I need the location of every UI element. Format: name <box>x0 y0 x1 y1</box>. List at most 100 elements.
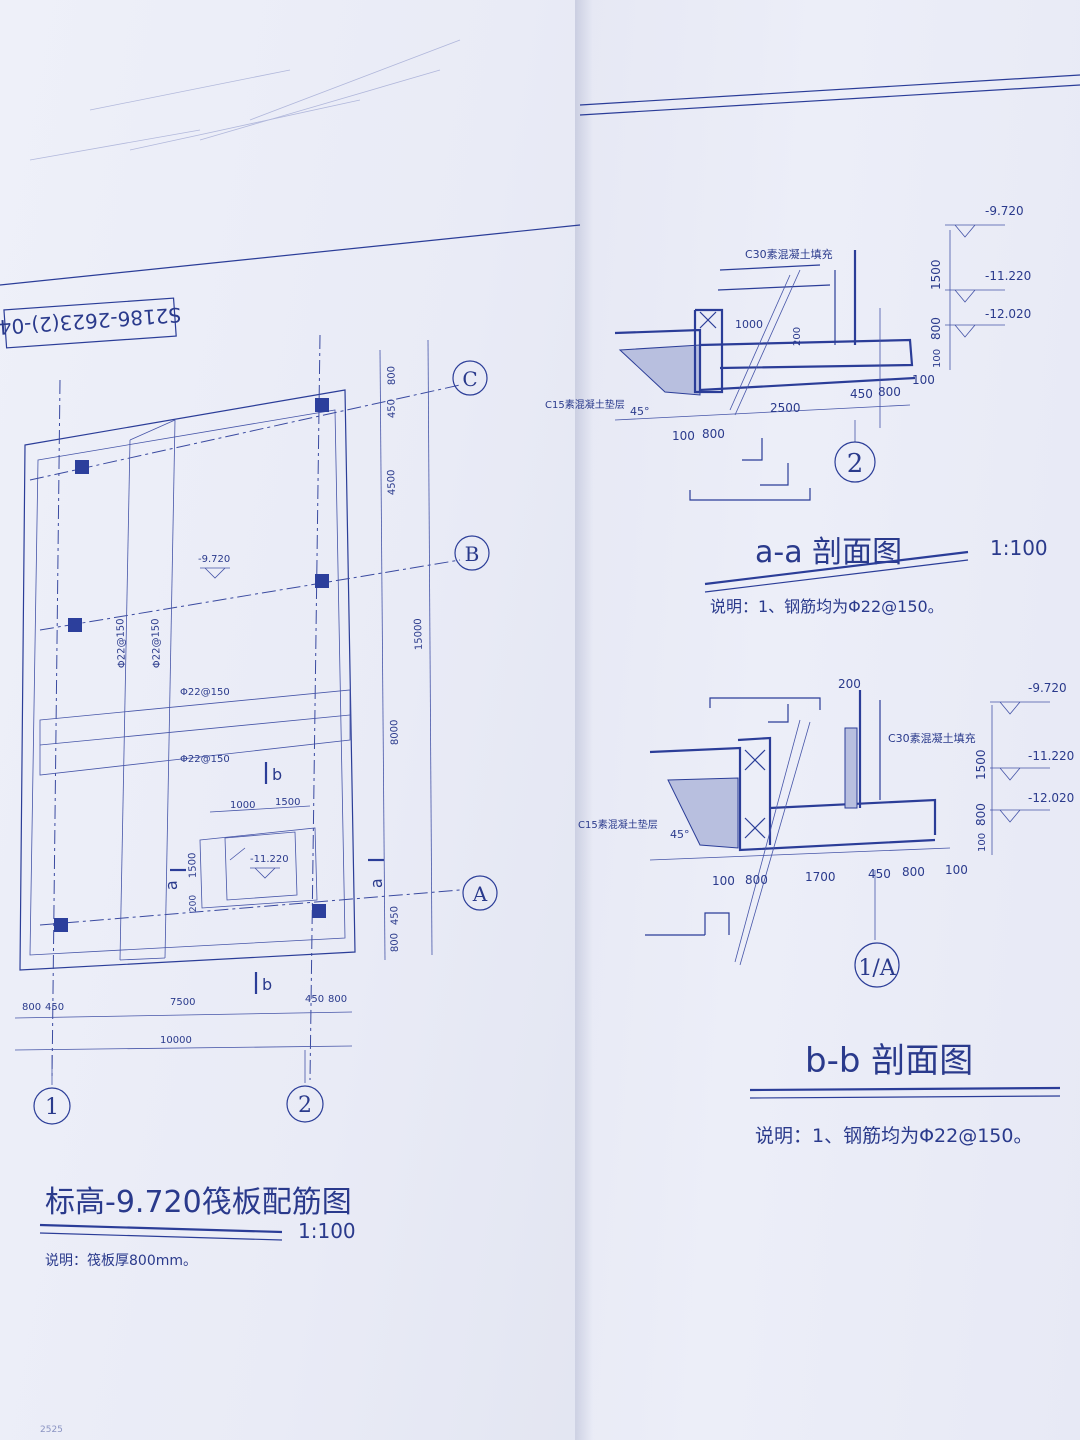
aa-vdim: 1500 <box>929 259 943 290</box>
bb-dim: 200 <box>838 677 861 691</box>
dim-label: 7500 <box>170 997 195 1008</box>
axis-bubble-A: A <box>462 875 498 911</box>
aa-dim: 2500 <box>770 401 801 415</box>
column <box>75 460 89 474</box>
rebar-label: Φ22@150 <box>180 687 230 698</box>
pit-dim: 1500 <box>187 852 199 878</box>
section-mark-a: a <box>367 878 386 888</box>
aa-title: a-a 剖面图 <box>755 535 902 570</box>
column <box>312 904 326 918</box>
section-mark-a: a <box>162 880 181 890</box>
bb-elevation: -12.020 <box>1028 791 1074 805</box>
bb-note: 说明：1、钢筋均为Φ22@150。 <box>755 1125 1033 1147</box>
axis-bubble-1: 1 <box>33 1055 71 1125</box>
aa-dim: 800 <box>878 385 901 399</box>
section-bb-drawing <box>645 690 1050 966</box>
title-border-left <box>0 224 581 286</box>
svg-text:C: C <box>462 367 477 391</box>
bb-concrete-top: C30素混凝土填充 <box>888 731 976 745</box>
bb-dim: 450 <box>868 867 891 881</box>
plan-title: 标高-9.720筏板配筋图 <box>45 1185 352 1220</box>
axis-bubble-2: 2 <box>286 1050 324 1123</box>
svg-text:2: 2 <box>298 1093 312 1118</box>
bb-dim: 100 <box>712 874 735 888</box>
aa-dim: 450 <box>850 387 873 401</box>
plan-scale: 1:100 <box>298 1219 356 1243</box>
aa-elevation: -12.020 <box>985 307 1031 321</box>
aa-dim: 100 <box>672 429 695 443</box>
section-mark-b: b <box>272 765 282 784</box>
dim-label: 4500 <box>386 469 398 495</box>
pit-outline <box>199 827 318 909</box>
dim-label: 800 <box>328 994 347 1005</box>
plan-note: 说明：筏板厚800mm。 <box>45 1252 197 1269</box>
bb-elevation: -9.720 <box>1028 681 1067 695</box>
aa-elevation: -11.220 <box>985 269 1031 283</box>
aa-vdim: 800 <box>929 317 943 340</box>
aa-dim: 1000 <box>735 318 763 331</box>
dim-label: 450 <box>45 1002 64 1013</box>
svg-text:A: A <box>472 882 488 906</box>
bb-concrete-bottom: C15素混凝土垫层 <box>578 818 658 831</box>
bb-title: b-b 剖面图 <box>805 1041 973 1081</box>
column <box>315 574 329 588</box>
axis-bubble-aa: 2 <box>834 420 876 483</box>
dim-total: 10000 <box>160 1035 192 1046</box>
background-text-lines <box>29 39 461 161</box>
aa-vdim: 100 <box>932 349 943 368</box>
section-mark-b: b <box>262 975 272 994</box>
raft-plan: -9.720 -11.220 <box>19 334 461 1081</box>
bb-dim: 100 <box>945 863 968 877</box>
dim-label: 450 <box>305 994 324 1005</box>
aa-concrete-bottom: C15素混凝土垫层 <box>545 398 625 411</box>
section-sheet <box>575 0 1080 1440</box>
rebar-label: Φ22@150 <box>150 618 163 668</box>
sheet-code-tag: S2186-2623(2)-04 <box>0 297 182 349</box>
svg-text:1/A: 1/A <box>858 956 896 981</box>
plan-elevation: -9.720 <box>198 554 230 565</box>
aa-dim: 100 <box>912 373 935 387</box>
svg-text:2: 2 <box>847 449 864 479</box>
bottom-dimension-chain <box>14 1011 353 1051</box>
column <box>315 398 329 412</box>
bb-vdim: 1500 <box>974 749 988 780</box>
rebar-label: Φ22@150 <box>180 754 230 765</box>
rebar-label: Φ22@150 <box>115 618 128 668</box>
pit-dim: 1500 <box>275 797 300 808</box>
pit-dim: 200 <box>188 894 199 912</box>
dim-label: 450 <box>386 399 398 418</box>
aa-concrete-top: C30素混凝土填充 <box>745 247 833 261</box>
dim-label: 8000 <box>389 719 401 745</box>
aa-scale: 1:100 <box>990 536 1048 560</box>
bb-dim: 800 <box>902 865 925 879</box>
paper-fold <box>575 0 593 1440</box>
bb-vdim: 800 <box>974 803 988 826</box>
plan-sheet <box>0 0 620 1440</box>
aa-elevation: -9.720 <box>985 204 1024 218</box>
column <box>54 918 68 932</box>
bb-elevation: -11.220 <box>1028 749 1074 763</box>
bb-dim: 1700 <box>805 870 836 884</box>
dim-label: 800 <box>386 366 398 385</box>
dim-label: 800 <box>389 933 401 952</box>
dim-total: 15000 <box>413 618 425 650</box>
bb-vdim: 100 <box>977 833 988 852</box>
page-number: 2525 <box>40 1425 63 1435</box>
svg-text:1: 1 <box>45 1095 59 1120</box>
section-aa-drawing <box>614 224 1005 501</box>
title-border-right <box>579 74 1080 116</box>
dim-label: 800 <box>22 1002 41 1013</box>
svg-text:B: B <box>465 542 480 566</box>
pit-elevation: -11.220 <box>250 854 289 865</box>
column <box>68 618 82 632</box>
aa-note: 说明：1、钢筋均为Φ22@150。 <box>710 597 944 616</box>
bb-dim: 800 <box>745 873 768 887</box>
aa-dim: 800 <box>702 427 725 441</box>
axis-bubble-B: B <box>454 535 490 571</box>
pit-dim: 1000 <box>230 800 255 811</box>
axis-bubble-bb: 1/A <box>854 870 900 988</box>
bb-angle: 45° <box>670 828 690 841</box>
aa-dim: 200 <box>792 327 803 346</box>
right-dimension-chain <box>379 339 433 961</box>
